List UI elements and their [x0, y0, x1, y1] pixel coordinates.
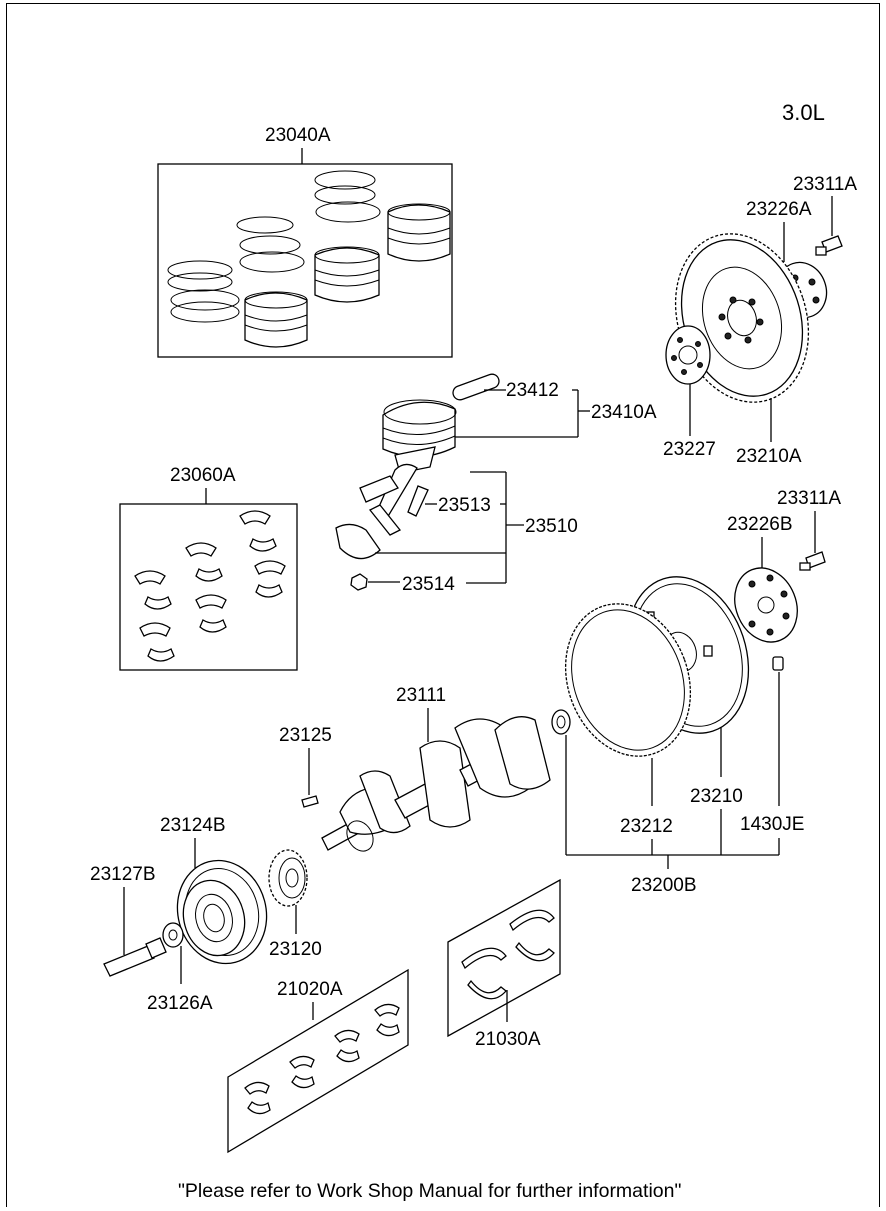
crank-bolt-icon — [103, 937, 167, 977]
part-number-23510[interactable]: 23510 — [525, 516, 578, 537]
spacer-plate-icon-b — [734, 567, 798, 643]
flywheel-bolt-icon-top — [815, 235, 843, 256]
piston-pin-icon — [452, 373, 500, 401]
pilot-bushing-icon — [551, 709, 571, 735]
rod-nut-icon — [350, 573, 368, 591]
dowel-pin-icon — [772, 656, 784, 671]
thrust-washer-set-box — [447, 878, 561, 1038]
main-bearing-shells-icon — [244, 1003, 400, 1115]
part-number-23311A-top[interactable]: 23311A — [793, 174, 857, 195]
rod-bolt-icon — [407, 485, 429, 517]
part-number-23124B[interactable]: 23124B — [160, 815, 226, 836]
piston-icon — [382, 399, 457, 474]
flywheel-icon-a — [674, 233, 810, 403]
footer-note: "Please refer to Work Shop Manual for fu… — [178, 1180, 681, 1202]
part-number-23120[interactable]: 23120 — [269, 939, 322, 960]
washer-icon — [162, 922, 184, 948]
crank-pulley-icon — [176, 859, 268, 965]
rod-bearing-set-box — [119, 503, 298, 671]
part-number-23212[interactable]: 23212 — [620, 816, 673, 837]
part-number-23040A[interactable]: 23040A — [265, 125, 331, 146]
part-number-23227[interactable]: 23227 — [663, 439, 716, 460]
piston-ring-kit-box — [157, 163, 453, 358]
main-bearing-set-box — [227, 968, 409, 1154]
engine-label: 3.0L — [782, 100, 825, 125]
part-number-23210[interactable]: 23210 — [690, 786, 743, 807]
part-number-23513[interactable]: 23513 — [438, 495, 491, 516]
woodruff-key-icon — [301, 795, 319, 808]
thrust-washers-icon — [461, 909, 555, 1000]
crankshaft-icon — [321, 716, 551, 852]
part-number-23311A-mid[interactable]: 23311A — [777, 488, 841, 509]
adapter-plate-icon — [665, 325, 711, 385]
piston-ring-set-icon — [167, 170, 451, 348]
part-number-23125[interactable]: 23125 — [279, 725, 332, 746]
part-number-23060A[interactable]: 23060A — [170, 465, 236, 486]
part-number-23226A[interactable]: 23226A — [746, 199, 812, 220]
part-number-23226B[interactable]: 23226B — [727, 514, 793, 535]
connecting-rod-icon — [359, 463, 418, 536]
part-number-23200B[interactable]: 23200B — [631, 875, 697, 896]
ring-gear-icon — [564, 603, 692, 757]
rod-cap-icon — [335, 523, 381, 560]
diagram-frame — [6, 3, 880, 1207]
part-number-23412[interactable]: 23412 — [506, 380, 559, 401]
part-number-23514[interactable]: 23514 — [402, 574, 455, 595]
part-number-23111[interactable]: 23111 — [396, 685, 446, 706]
rod-bearing-shells-icon — [134, 510, 286, 662]
flywheel-bolt-icon-mid — [799, 551, 826, 571]
part-number-21020A[interactable]: 21020A — [277, 979, 343, 1000]
part-number-21030A[interactable]: 21030A — [475, 1029, 541, 1050]
part-number-1430JE[interactable]: 1430JE — [740, 814, 804, 835]
part-number-23210A[interactable]: 23210A — [736, 446, 802, 467]
part-number-23410A[interactable]: 23410A — [591, 402, 657, 423]
part-number-23126A[interactable]: 23126A — [147, 993, 213, 1014]
part-number-23127B[interactable]: 23127B — [90, 864, 156, 885]
crank-sprocket-icon — [268, 849, 308, 907]
